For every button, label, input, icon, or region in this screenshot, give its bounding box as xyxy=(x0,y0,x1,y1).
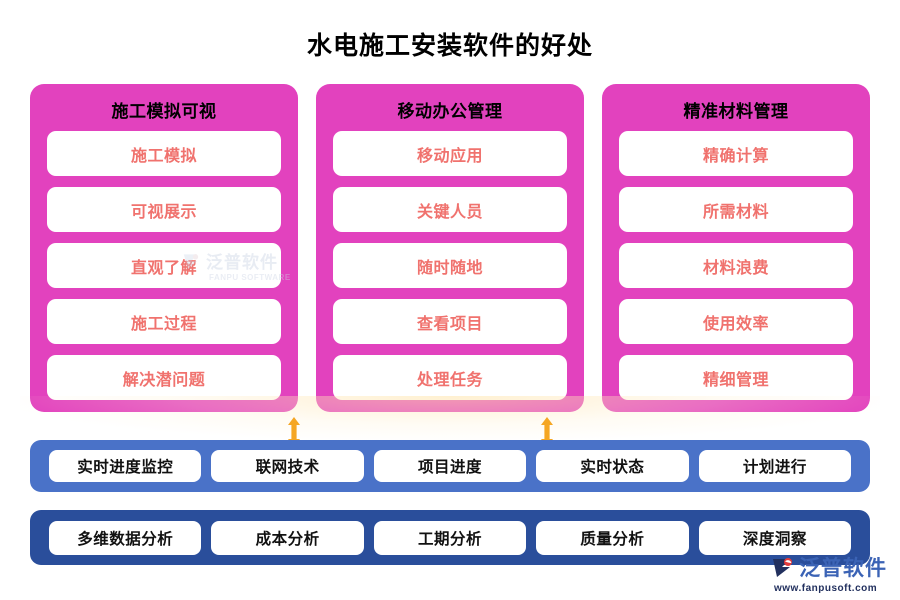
pink-item[interactable]: 施工模拟 xyxy=(47,131,281,176)
pink-item[interactable]: 使用效率 xyxy=(619,299,853,344)
pink-column-1-title: 施工模拟可视 xyxy=(111,102,217,121)
pink-item[interactable]: 处理任务 xyxy=(333,355,567,400)
pink-item[interactable]: 随时随地 xyxy=(333,243,567,288)
pink-item[interactable]: 所需材料 xyxy=(619,187,853,232)
blue-pill[interactable]: 成本分析 xyxy=(211,520,364,555)
blue-pill[interactable]: 多维数据分析 xyxy=(49,520,202,555)
pink-item[interactable]: 关键人员 xyxy=(333,187,567,232)
pink-column-3: 精准材料管理 精确计算 所需材料 材料浪费 使用效率 精细管理 xyxy=(602,84,870,412)
pink-item[interactable]: 解决潜问题 xyxy=(47,355,281,400)
watermark-corner-url: www.fanpusoft.com xyxy=(774,583,878,594)
blue-pill[interactable]: 项目进度 xyxy=(373,450,527,482)
blue-bar-row-1: 实时进度监控 联网技术 项目进度 实时状态 计划进行 xyxy=(30,440,870,492)
blue-pill[interactable]: 实时状态 xyxy=(536,450,689,482)
page-title: 水电施工安装软件的好处 xyxy=(306,32,593,60)
pink-column-2-items: 移动应用 关键人员 随时随地 查看项目 处理任务 xyxy=(333,131,567,400)
blue-pill[interactable]: 工期分析 xyxy=(373,520,527,555)
pink-item[interactable]: 直观了解 xyxy=(47,243,281,288)
blue-bar-row-2: 多维数据分析 成本分析 工期分析 质量分析 深度洞察 xyxy=(30,510,870,565)
pink-item[interactable]: 精细管理 xyxy=(619,355,853,400)
blue-pill[interactable]: 联网技术 xyxy=(211,450,364,482)
pink-column-3-items: 精确计算 所需材料 材料浪费 使用效率 精细管理 xyxy=(619,131,853,400)
pink-column-2-title: 移动办公管理 xyxy=(397,102,503,121)
pink-item[interactable]: 施工过程 xyxy=(47,299,281,344)
pink-column-3-title: 精准材料管理 xyxy=(683,102,789,121)
pink-column-2: 移动办公管理 移动应用 关键人员 随时随地 查看项目 处理任务 xyxy=(316,84,584,412)
pink-item[interactable]: 查看项目 xyxy=(333,299,567,344)
blue-pill[interactable]: 实时进度监控 xyxy=(49,450,202,482)
pink-column-1: 施工模拟可视 施工模拟 可视展示 直观了解 施工过程 解决潜问题 xyxy=(30,84,298,412)
pink-item[interactable]: 材料浪费 xyxy=(619,243,853,288)
blue-pill[interactable]: 计划进行 xyxy=(698,450,852,482)
pink-item[interactable]: 精确计算 xyxy=(619,131,853,176)
blue-pill[interactable]: 深度洞察 xyxy=(698,520,852,555)
pink-item[interactable]: 移动应用 xyxy=(333,131,567,176)
pink-item[interactable]: 可视展示 xyxy=(47,187,281,232)
double-arrow-icon xyxy=(287,417,301,447)
pink-column-1-items: 施工模拟 可视展示 直观了解 施工过程 解决潜问题 xyxy=(47,131,281,400)
double-arrow-icon xyxy=(540,417,554,447)
pink-columns-group: 施工模拟可视 施工模拟 可视展示 直观了解 施工过程 解决潜问题 移动办公管理 … xyxy=(30,84,870,412)
blue-pill[interactable]: 质量分析 xyxy=(536,520,689,555)
